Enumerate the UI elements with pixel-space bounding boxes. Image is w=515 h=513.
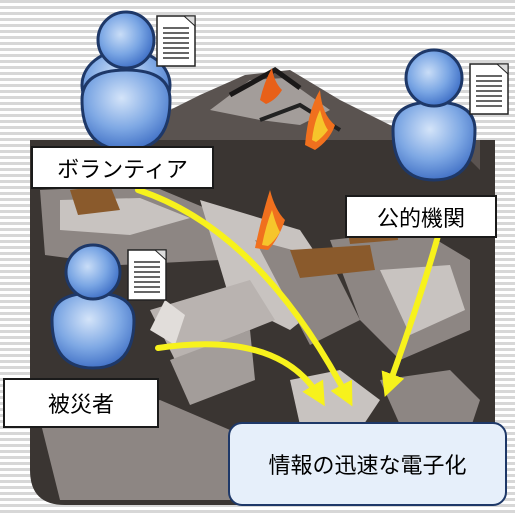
document-icon: [127, 249, 167, 301]
person-icon: [50, 291, 136, 370]
person-volunteer: [80, 10, 196, 152]
person-icon: [391, 100, 477, 182]
arrow: [155, 341, 325, 407]
label-public-agency: 公的機関: [345, 195, 497, 238]
document-icon: [156, 15, 196, 67]
arrow: [381, 233, 441, 398]
person-public-agency: [391, 48, 509, 182]
label-victim: 被災者: [3, 378, 159, 428]
arrow: [135, 187, 353, 407]
flame: [260, 68, 282, 104]
document-icon: [469, 63, 509, 115]
arrows: [135, 187, 441, 407]
person-victim: [50, 243, 167, 370]
label-goal: 情報の迅速な電子化: [228, 422, 507, 506]
flame: [255, 190, 285, 250]
label-volunteer: ボランティア: [31, 146, 214, 189]
flame: [305, 90, 335, 150]
